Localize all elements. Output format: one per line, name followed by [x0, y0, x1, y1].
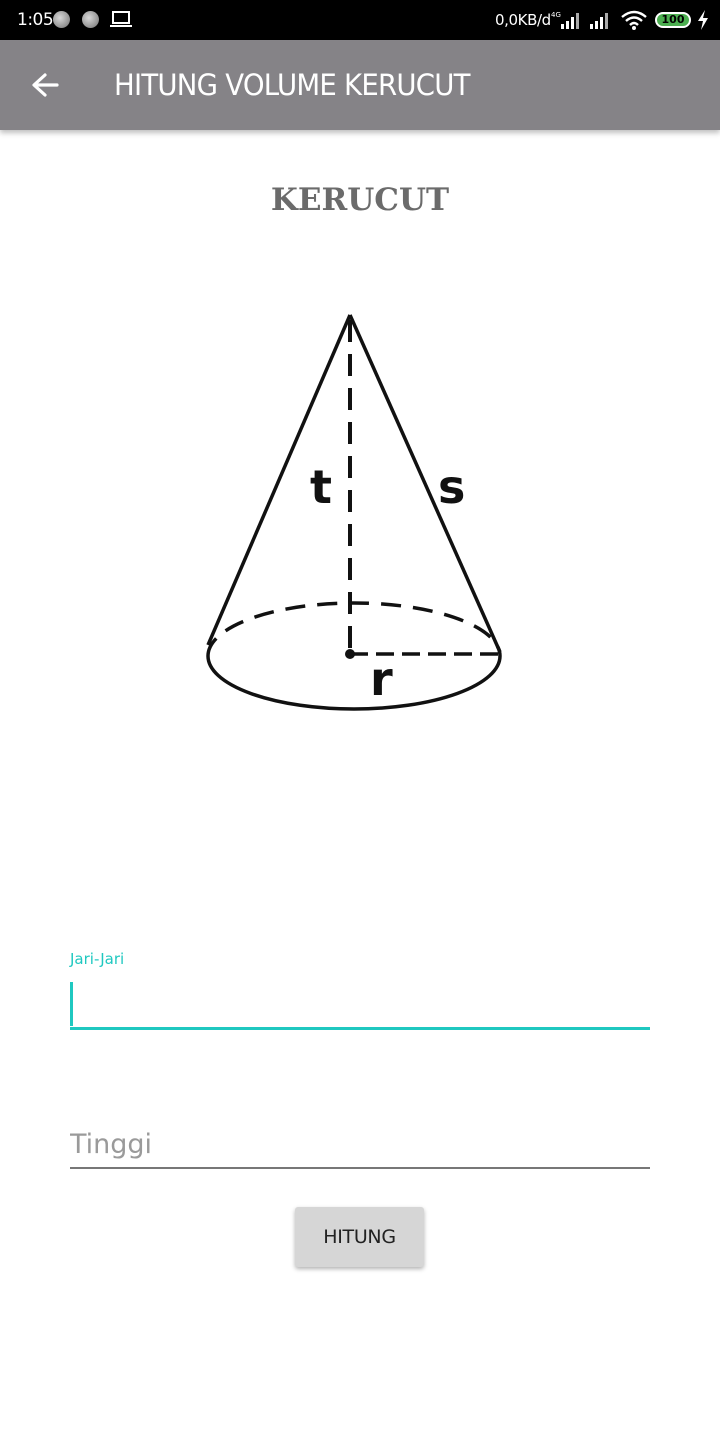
- cone-center-point: [345, 649, 355, 659]
- cone-side-left: [206, 314, 352, 646]
- notification-dot-icon: [82, 11, 99, 28]
- cone-base-front: [206, 655, 502, 711]
- back-button[interactable]: [22, 62, 68, 108]
- signal-icon: [590, 13, 608, 29]
- jari-jari-input[interactable]: [78, 982, 638, 1026]
- tinggi-field[interactable]: [70, 1118, 650, 1169]
- shape-title: KERUCUT: [270, 182, 450, 218]
- tinggi-input[interactable]: [70, 1124, 650, 1164]
- label-r: r: [370, 652, 393, 706]
- text-cursor: [70, 982, 73, 1026]
- wifi-icon: [621, 10, 647, 30]
- signal-icon: 4G: [551, 11, 579, 29]
- jari-jari-label: Jari-Jari: [70, 950, 125, 968]
- page-title: HITUNG VOLUME KERUCUT: [114, 68, 470, 102]
- cone-side-right: [348, 314, 502, 653]
- label-s: s: [438, 460, 465, 514]
- status-time: 1:05: [17, 10, 54, 30]
- app-bar: HITUNG VOLUME KERUCUT: [0, 40, 720, 130]
- notification-dot-icon: [53, 11, 70, 28]
- status-data-rate: 0,0KB/d: [495, 11, 551, 29]
- battery-icon: 100: [655, 12, 691, 28]
- status-bar: 1:05 0,0KB/d 4G 100: [0, 0, 720, 40]
- cone-diagram: t s r: [206, 314, 502, 711]
- laptop-icon: [110, 11, 132, 27]
- arrow-left-icon: [32, 73, 59, 97]
- network-type-label: 4G: [551, 11, 561, 19]
- label-t: t: [310, 460, 332, 514]
- cone-base-back: [206, 601, 502, 657]
- charging-bolt-icon: [698, 10, 708, 30]
- hitung-button[interactable]: HITUNG: [295, 1207, 424, 1267]
- jari-jari-field[interactable]: [70, 978, 650, 1030]
